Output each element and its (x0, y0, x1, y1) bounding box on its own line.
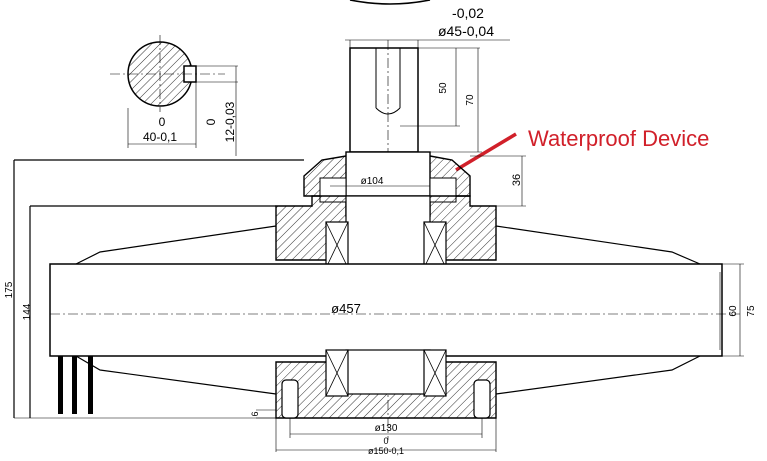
lower-profile (75, 355, 701, 395)
height-144: 144 (22, 303, 33, 320)
shaft-section-view (110, 35, 238, 156)
spokes (58, 356, 93, 414)
annotation-label: Waterproof Device (528, 126, 709, 151)
section-width: 40-0,1 (143, 130, 177, 144)
shaft-tol-upper: -0,02 (452, 5, 484, 21)
pulley-outline (13, 159, 701, 418)
pulley-diameter: ø457 (331, 301, 361, 316)
rim-60: 60 (728, 305, 739, 317)
keyway-length: 50 (438, 82, 449, 94)
hub-height: 36 (511, 174, 523, 186)
upper-bearing-housing (275, 195, 497, 271)
base-inner-diameter: ø130 (375, 423, 398, 434)
section-tol-a: 0 (159, 115, 166, 129)
lower-bearing-housing (275, 349, 497, 419)
hub-diameter: ø104 (361, 176, 384, 187)
small-dim-6: 6 (250, 411, 260, 416)
pulley-rim (49, 263, 723, 357)
annotation-arrow (455, 132, 517, 172)
base-tol: 0 (383, 436, 388, 446)
rim-75: 75 (746, 305, 757, 317)
base-outer-diameter: ø150-0,1 (368, 446, 404, 456)
total-height: 175 (4, 281, 15, 298)
section-tol-b: 0 (204, 118, 218, 125)
section-depth: 12-0,03 (223, 101, 237, 142)
bottom-dimensions (14, 409, 497, 452)
shaft-length: 70 (465, 94, 476, 106)
shaft-diameter: ø45-0,04 (438, 23, 494, 39)
top-arc (349, 0, 431, 5)
